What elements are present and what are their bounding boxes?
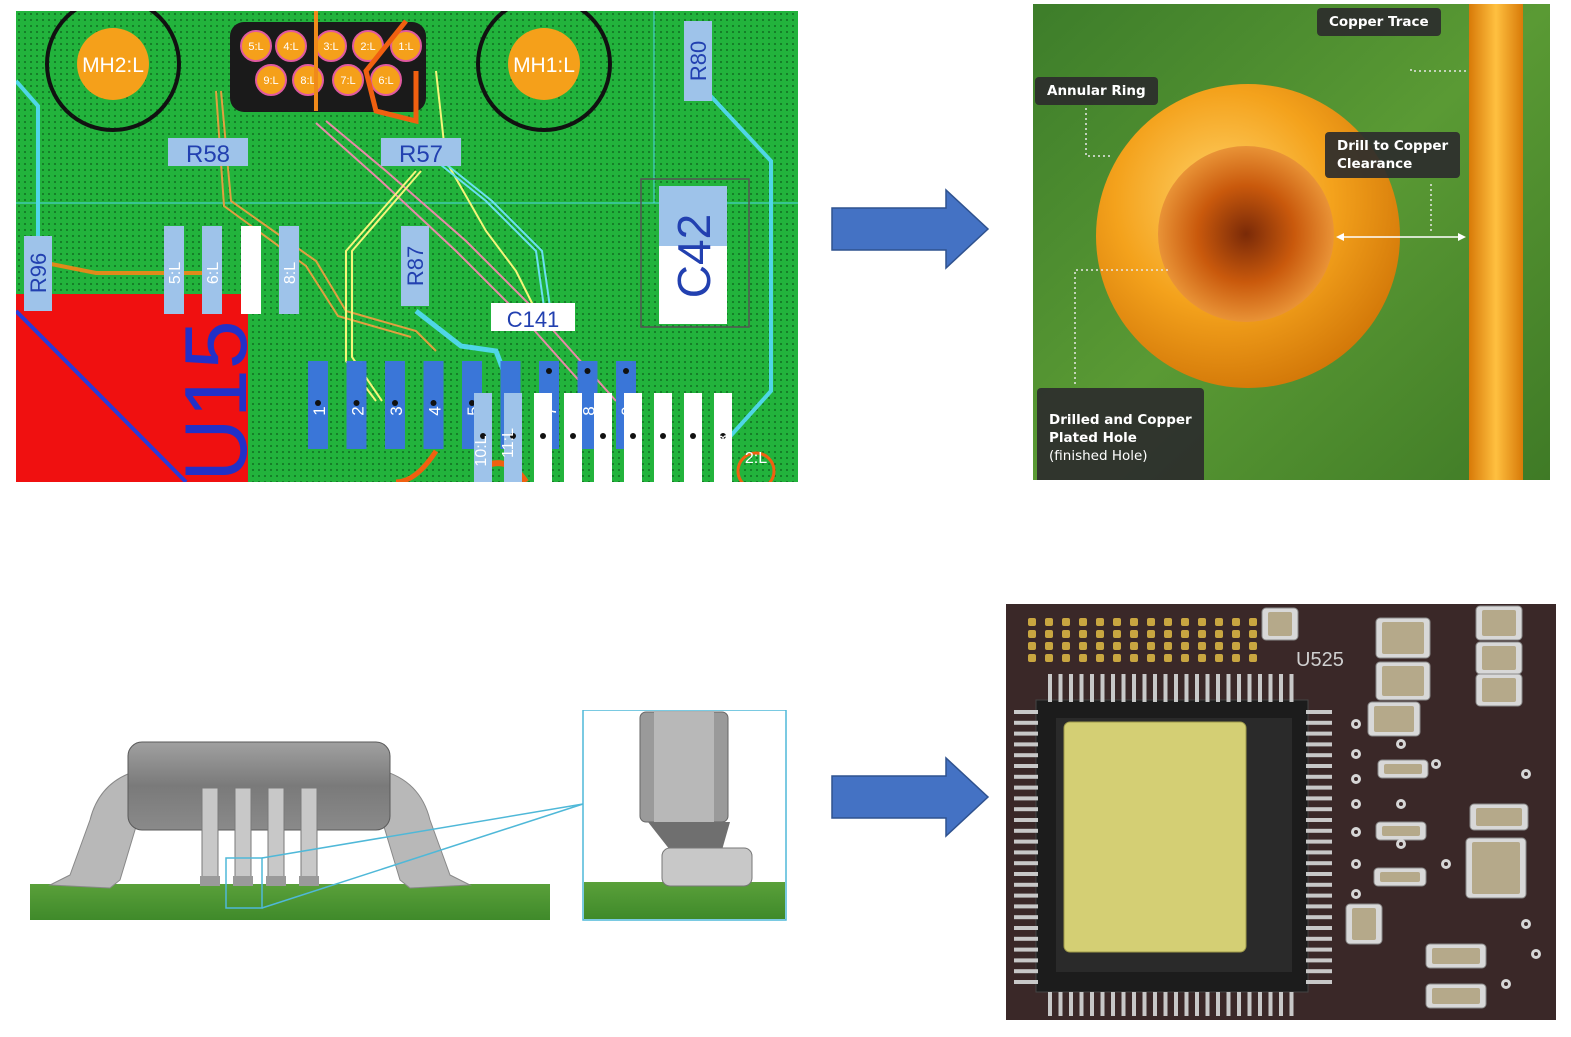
pcb-layout-panel: MH2:L MH1:L 5:L 4:L 3:L 2:L 1:L 9:L 8:L 7:L 6:L [16, 11, 798, 482]
mounting-hole-mh2: MH2:L [45, 11, 181, 132]
pad-label: 2:L [745, 450, 767, 467]
mounting-hole-mh1: MH1:L [476, 11, 612, 132]
r96: R96 [24, 236, 52, 311]
r57: R57 [381, 138, 461, 168]
pad-label: 5 [464, 406, 483, 415]
via-illustration-panel: Copper Trace Annular Ring Drill to Coppe… [1033, 4, 1550, 480]
connector-pin-label: 3:L [323, 41, 338, 53]
board-photo: U525 [1006, 604, 1556, 1020]
pad-label: 18:S [716, 420, 733, 453]
drilled-hole-text: Drilled and Copper Plated Hole [1049, 412, 1192, 446]
r58-label: R58 [186, 141, 230, 168]
pad-row-bottom-b: 10:L 11:L 18:S 2:L [473, 393, 767, 482]
pad [279, 226, 299, 314]
qfp-leads [1014, 674, 1332, 1016]
r58: R58 [168, 138, 248, 168]
component-body [127, 741, 391, 831]
red-copper-pour [16, 294, 248, 482]
connector-pin-label: 7:L [340, 75, 355, 87]
drill-to-copper-callout: Drill to Copper Clearance [1325, 132, 1461, 178]
plated-hole-graphic [1158, 146, 1334, 322]
connector-pin-label: 9:L [263, 75, 278, 87]
pad [577, 361, 598, 449]
right-arrow-bottom [831, 756, 990, 838]
r80-label: R80 [686, 41, 711, 81]
copper-trace-callout: Copper Trace [1317, 8, 1441, 36]
pad-label: 8:L [282, 262, 299, 284]
component-side-view [30, 710, 787, 921]
r87-label: R87 [403, 246, 428, 286]
mh1-label: MH1:L [513, 54, 575, 77]
pad-label: 2 [349, 406, 368, 415]
die-lid [1063, 721, 1247, 953]
connector-pin-label: 8:L [300, 75, 315, 87]
pad-label: 4 [426, 406, 445, 415]
connector-pin [370, 64, 402, 96]
u15-label: U15 [166, 320, 265, 481]
pad [202, 226, 222, 314]
c42: C42 [640, 178, 750, 328]
pad [241, 226, 261, 314]
connector-pin-label: 1:L [398, 41, 413, 53]
lead-zoom-inset [582, 710, 787, 921]
pad [164, 226, 184, 314]
connector-pin-label: 2:L [360, 41, 375, 53]
pad-label: 5:L [167, 262, 184, 284]
connector-pin-label: 4:L [283, 41, 298, 53]
connector-pin [390, 30, 422, 62]
connector-pin [332, 64, 364, 96]
right-arrow-top [831, 188, 990, 270]
board-photo-panel: U525 [1006, 604, 1556, 1020]
c141: C141 [491, 303, 575, 332]
pad-label: 1 [310, 406, 329, 415]
connector-pin [255, 64, 287, 96]
component-side-view-panel [30, 710, 790, 922]
pad-label: 10:L [473, 435, 490, 466]
finished-hole-text: (finished Hole) [1049, 448, 1148, 464]
connector-header: 5:L 4:L 3:L 2:L 1:L 9:L 8:L 7:L 6:L [230, 22, 426, 112]
pad-row-top: 5:L 6:L 8:L [164, 226, 299, 314]
mh2-label: MH2:L [82, 54, 144, 77]
connector-pin-label: 6:L [378, 75, 393, 87]
connector-pin [275, 30, 307, 62]
pad-label: 11:L [500, 428, 517, 458]
r57-label: R57 [399, 141, 443, 168]
vias [1351, 719, 1541, 989]
copper-trace-graphic [1469, 4, 1523, 480]
r80: R80 [684, 21, 712, 101]
pad-label: 6:L [205, 262, 222, 284]
pad-label: 8 [580, 406, 599, 415]
smd-components [1261, 605, 1529, 1009]
connector-pin-label: 5:L [248, 41, 263, 53]
c141-label: C141 [507, 307, 560, 332]
gold-pin-rows [1028, 618, 1257, 662]
r96-label: R96 [26, 253, 51, 293]
r87: R87 [401, 226, 429, 306]
connector-pin [240, 30, 272, 62]
u525-label: U525 [1296, 649, 1344, 671]
zoom-box [225, 857, 263, 909]
pad-label: 3 [387, 406, 406, 415]
pcb-layout-drawing: MH2:L MH1:L 5:L 4:L 3:L 2:L 1:L 9:L 8:L 7:L 6:L [16, 11, 798, 482]
c42-label: C42 [668, 214, 720, 298]
drilled-hole-callout: Drilled and Copper Plated Hole (finished… [1037, 388, 1204, 480]
annular-ring-callout: Annular Ring [1035, 77, 1158, 105]
